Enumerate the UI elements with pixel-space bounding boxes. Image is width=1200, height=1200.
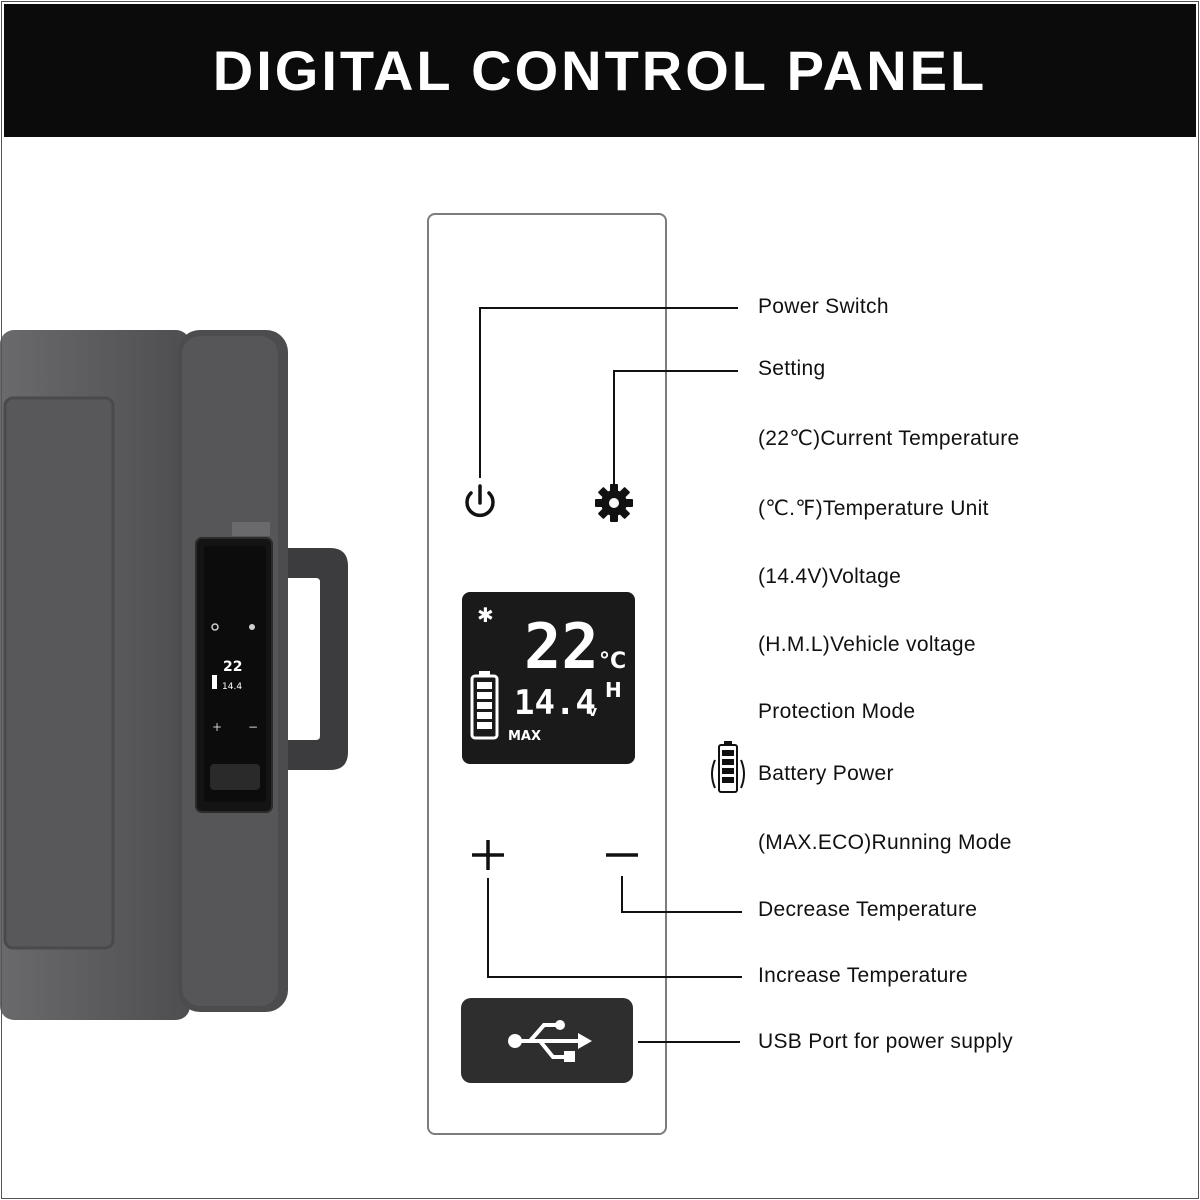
lcd-voltage: 14.4 bbox=[514, 683, 596, 723]
leader-lines bbox=[479, 307, 742, 1043]
callout-protection-mode: Protection Mode bbox=[758, 700, 916, 723]
increase-leader bbox=[487, 878, 742, 978]
mini-power-icon bbox=[211, 623, 219, 631]
callout-running-mode: (MAX.ECO)Running Mode bbox=[758, 831, 1012, 854]
callout-increase-temperature: Increase Temperature bbox=[758, 964, 968, 987]
lcd-display: ✱ 22 °C 14.4 v H MAX bbox=[462, 592, 635, 764]
callout-setting: Setting bbox=[758, 357, 826, 380]
callout-temperature-unit: (℃.℉)Temperature Unit bbox=[758, 497, 989, 520]
lcd-vehicle-voltage: H bbox=[605, 678, 622, 702]
callout-decrease-temperature: Decrease Temperature bbox=[758, 898, 978, 921]
callout-power-switch: Power Switch bbox=[758, 295, 889, 318]
mini-minus-icon: − bbox=[248, 720, 258, 734]
usb-icon bbox=[508, 1020, 592, 1062]
mini-battery bbox=[212, 675, 217, 689]
lcd-battery-icon bbox=[470, 671, 499, 740]
setting-leader bbox=[613, 370, 738, 484]
page-title: DIGITAL CONTROL PANEL bbox=[212, 39, 988, 102]
gear-icon[interactable] bbox=[595, 484, 633, 522]
power-icon[interactable] bbox=[465, 484, 495, 518]
cooler-handle bbox=[288, 548, 348, 770]
mini-usb-port bbox=[210, 764, 260, 790]
callout-current-temperature: (22℃)Current Temperature bbox=[758, 427, 1020, 450]
lcd-temperature: 22 bbox=[524, 610, 599, 683]
callout-usb-port: USB Port for power supply bbox=[758, 1030, 1013, 1053]
lcd-voltage-unit: v bbox=[588, 704, 597, 720]
plus-icon[interactable] bbox=[472, 840, 504, 870]
lcd-mode: MAX bbox=[508, 729, 541, 744]
svg-text:14.4: 14.4 bbox=[222, 682, 242, 692]
decrease-leader bbox=[621, 876, 742, 913]
header-banner: DIGITAL CONTROL PANEL bbox=[4, 4, 1196, 137]
snowflake-icon: ✱ bbox=[477, 603, 494, 627]
callout-voltage: (14.4V)Voltage bbox=[758, 565, 902, 588]
mini-gear-icon bbox=[249, 624, 255, 630]
cooler-lid-recess bbox=[3, 396, 115, 950]
callout-battery-power: Battery Power bbox=[758, 762, 894, 785]
callout-vehicle-voltage: (H.M.L)Vehicle voltage bbox=[758, 633, 976, 656]
power-leader bbox=[479, 307, 738, 478]
lcd-unit: °C bbox=[599, 649, 626, 674]
mini-temperature: 22 bbox=[223, 659, 242, 675]
usb-port[interactable] bbox=[461, 998, 633, 1083]
mini-plus-icon: + bbox=[212, 720, 222, 734]
battery-icon bbox=[711, 741, 745, 793]
